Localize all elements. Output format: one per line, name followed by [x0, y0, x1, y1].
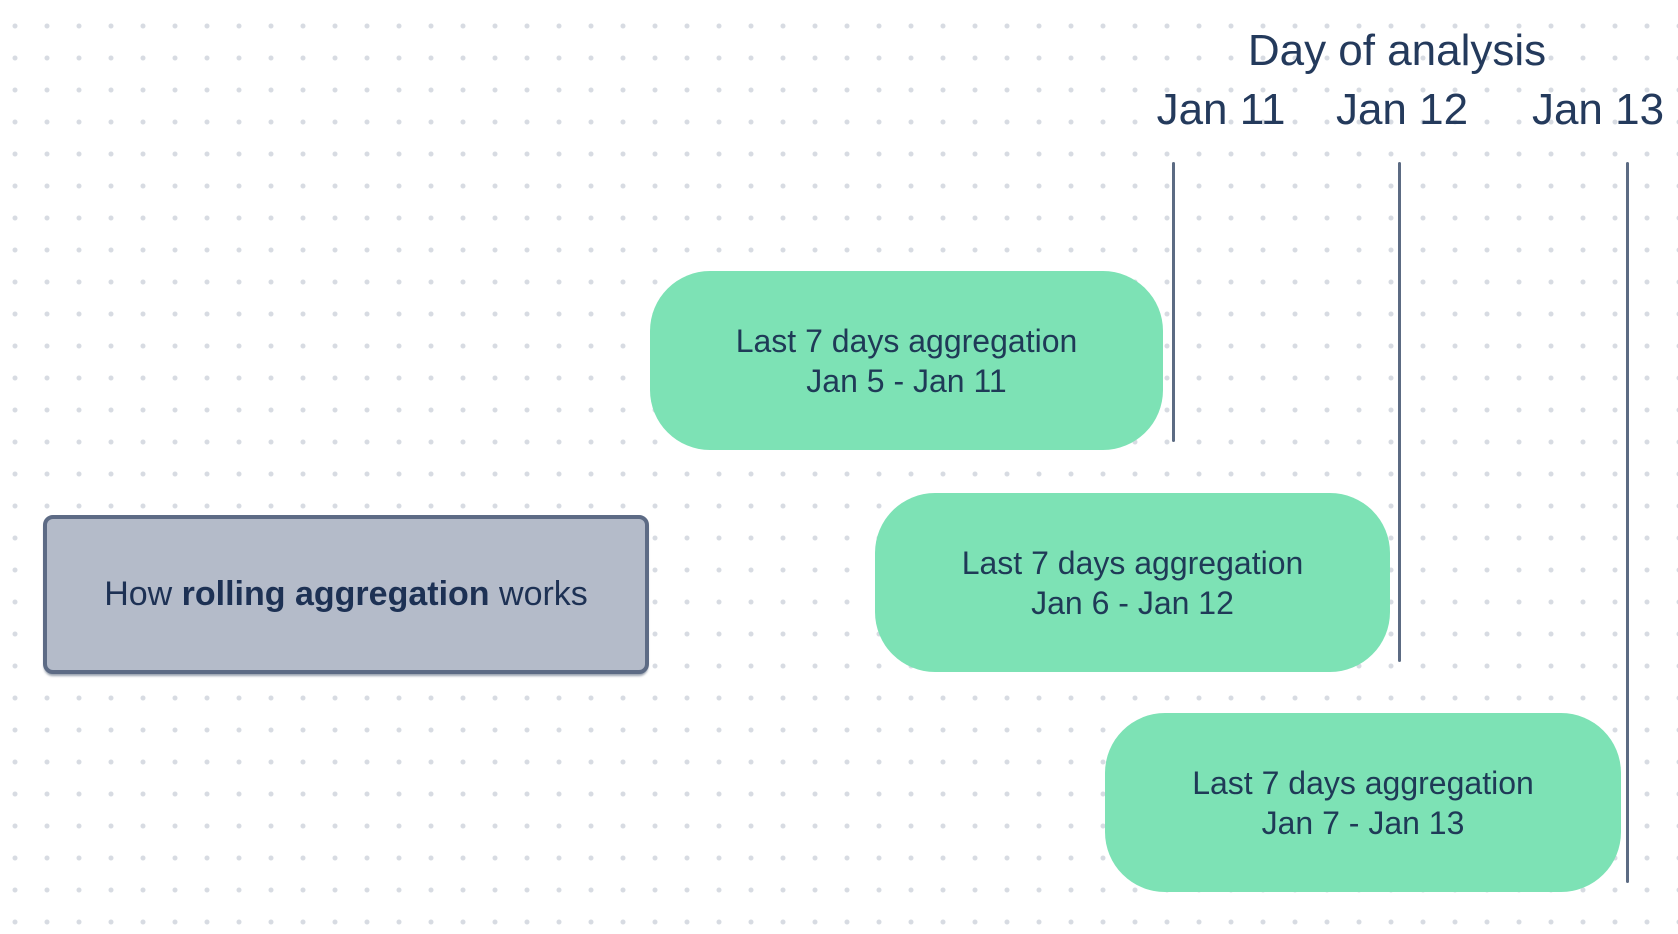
- legend-text-bold: rolling aggregation: [181, 575, 490, 613]
- day-label-jan-13: Jan 13: [1531, 85, 1665, 134]
- day-of-analysis-title: Day of analysis: [1247, 26, 1547, 75]
- day-label-jan-12: Jan 12: [1335, 85, 1469, 134]
- aggregation-box-jan5-jan11: Last 7 days aggregation Jan 5 - Jan 11: [650, 271, 1163, 450]
- day-label-jan-11: Jan 11: [1156, 85, 1286, 134]
- aggregation-box-title: Last 7 days aggregation: [1192, 764, 1534, 801]
- aggregation-box-jan6-jan12: Last 7 days aggregation Jan 6 - Jan 12: [875, 493, 1390, 672]
- aggregation-box-range: Jan 6 - Jan 12: [1031, 584, 1234, 621]
- legend-text-prefix: How: [104, 575, 182, 613]
- legend-box: How rolling aggregation works: [43, 515, 649, 674]
- aggregation-box-range: Jan 5 - Jan 11: [806, 362, 1007, 399]
- analysis-line-jan-11: [1172, 162, 1175, 442]
- aggregation-box-title: Last 7 days aggregation: [961, 544, 1304, 581]
- aggregation-box-range: Jan 7 - Jan 13: [1261, 804, 1465, 841]
- analysis-line-jan-13: [1626, 162, 1629, 883]
- aggregation-box-title: Last 7 days aggregation: [735, 322, 1078, 359]
- legend-text-suffix: works: [489, 575, 588, 613]
- analysis-line-jan-12: [1398, 162, 1401, 662]
- aggregation-box-jan7-jan13: Last 7 days aggregation Jan 7 - Jan 13: [1105, 713, 1621, 892]
